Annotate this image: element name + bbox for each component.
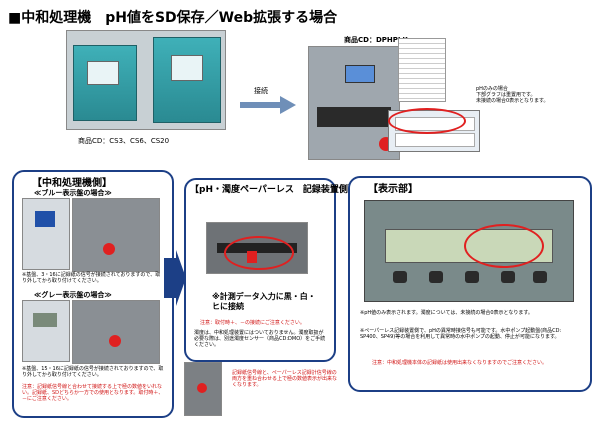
left-sub2: ≪グレー表示盤の場合≫ <box>34 291 112 299</box>
page-title: ■中和処理機 pH値をSD保存／Web拡張する場合 <box>8 10 338 26</box>
input-label: ※計測データ入力に黒・白・ヒに接続 <box>212 292 316 311</box>
display-highlight-ring <box>464 224 544 268</box>
terminal-photo-2 <box>72 300 160 364</box>
machines-caption: 商品CD：CS3、CS6、CS20 <box>78 137 170 145</box>
right-arrow-icon-2 <box>164 250 186 306</box>
middle-bottom-note: 記録紙信号線と、ペーパーレス記録計信号線の両方を重ね合わせる上で極の数値表示が出… <box>232 370 338 388</box>
right-arrow-icon <box>240 96 296 114</box>
recorder-photo <box>308 46 400 160</box>
data-sheet <box>398 38 446 102</box>
right-note-red: 注意：中和処理機本体の記録紙は使用出来なくなりますのでご注意ください。 <box>372 360 548 366</box>
left-sub1: ≪ブルー表示盤の場合≫ <box>34 189 112 197</box>
terminal-photo-1 <box>72 198 160 272</box>
left-note2: ※基盤、15・16に記録紙の信号が接続されておりますので、取り外してから取り付け… <box>22 366 164 378</box>
middle-note: 濁度は、中和処理装置にはついておりません。濁度取扱が必要な際は、別途濁度センサー… <box>194 330 326 348</box>
left-title: 【中和処理機側】 <box>32 178 112 189</box>
wire-photo <box>184 362 222 416</box>
left-note3: 注意：記録紙信号線と合わせて接続する上で極の数値をいれない。記録紙、SDどちらか… <box>22 384 164 402</box>
blue-panel-photo <box>22 198 70 270</box>
callout-note: pHのみの場合 下部グラフは重置用です。 未接続の場合0表示となります。 <box>476 86 549 104</box>
connect-label: 接続 <box>254 87 268 95</box>
middle-note-red: 注意：取付時＋、－の接続にご注意ください。 <box>200 320 305 326</box>
right-note2: ※ペーパーレス記録装置側で、pHの異常時接信号も可能です。水中ポンプ起動盤(商品… <box>360 328 562 340</box>
gray-panel-photo <box>22 300 70 362</box>
terminal-highlight-ring <box>224 236 294 270</box>
right-title: 【表示部】 <box>368 184 418 195</box>
middle-title: 【pH・濁度ペーパーレス 記録装置側】 <box>190 185 357 195</box>
left-note1: ※基盤、3・16に記録紙の信号が接続されておりますので、取り外してから取り付けて… <box>22 272 161 284</box>
highlight-ring <box>388 108 466 134</box>
machines-photo <box>66 30 226 130</box>
recorder-caption: 商品CD：DPHPLK <box>344 36 408 44</box>
right-note1: ※pH値のみ表示されます。濁度については、未接続の場合0表示となります。 <box>360 310 533 316</box>
